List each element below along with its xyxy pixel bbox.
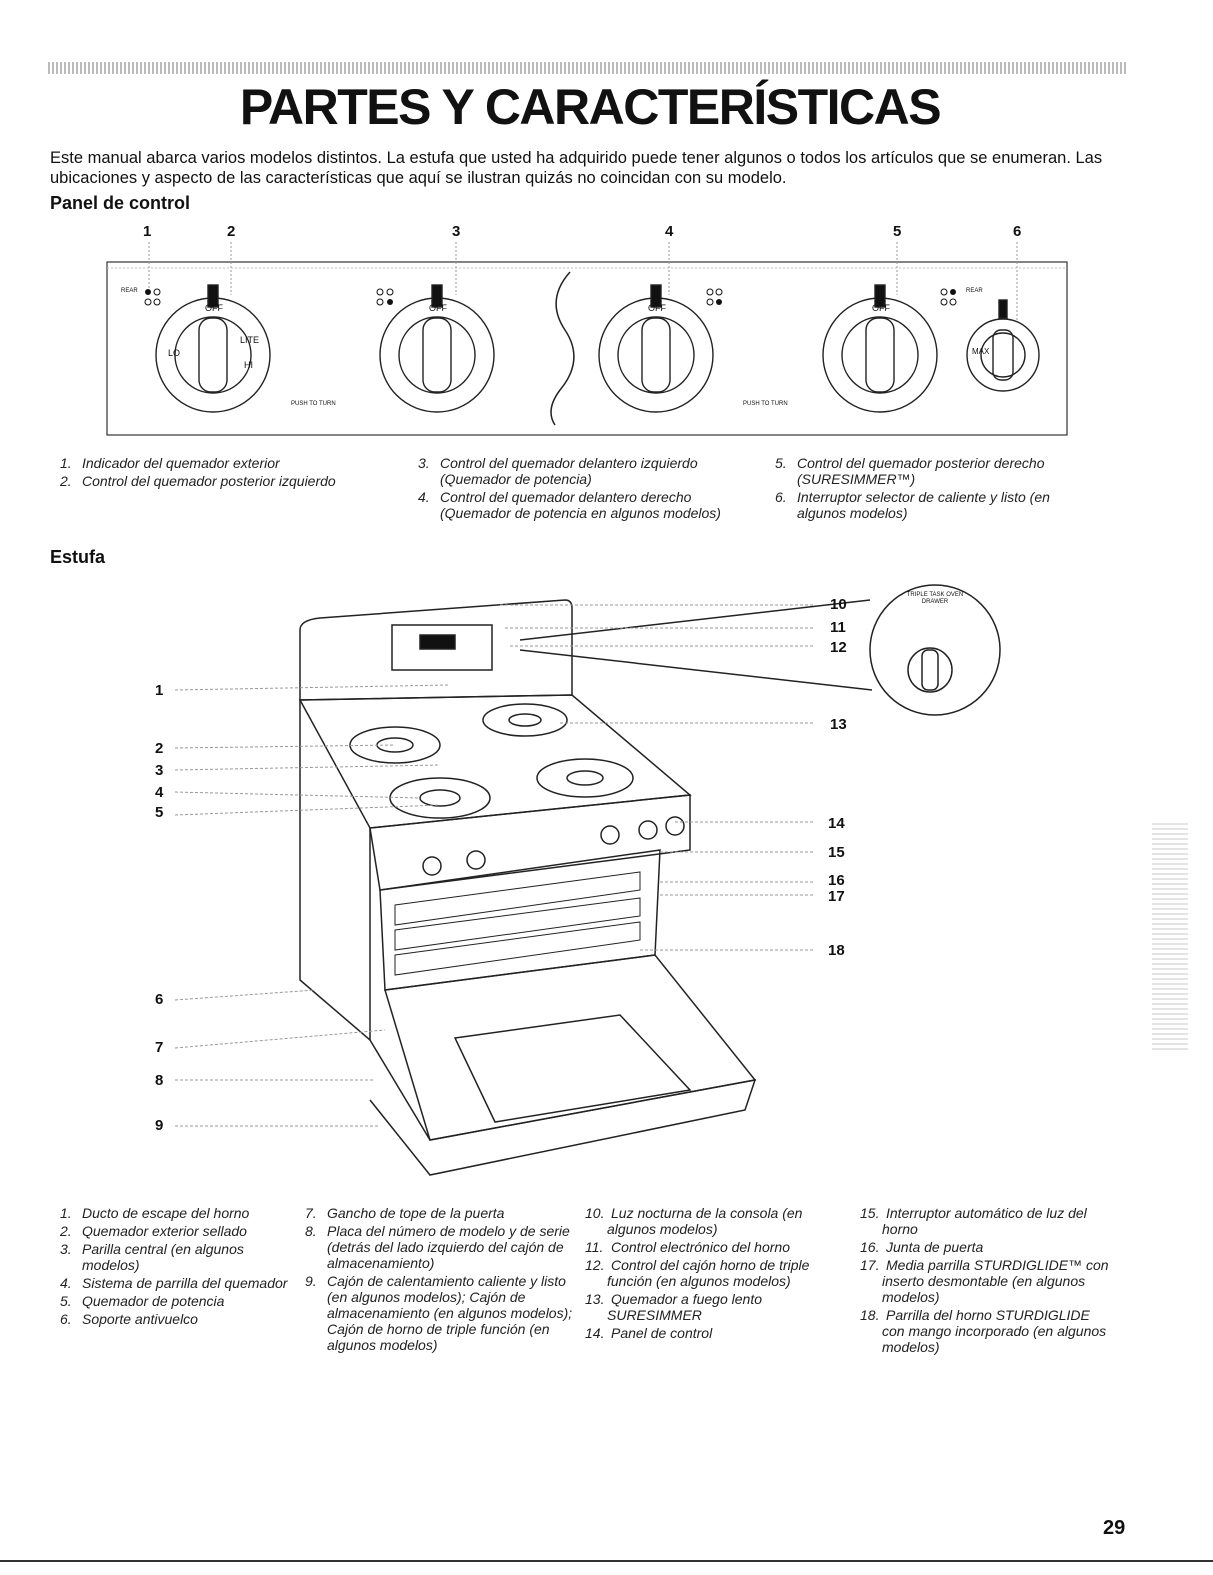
legend-item: 2.Control del quemador posterior izquier… (60, 473, 336, 489)
knob-off-label: OFF (205, 303, 223, 313)
legend-item: 3.Control del quemador delantero izquier… (418, 455, 698, 487)
range-callout-13: 13 (830, 716, 847, 733)
knob-off-label: OFF (648, 303, 666, 313)
inset-label: TRIPLE TASK OVEN DRAWER (906, 592, 964, 605)
legend-item: 18.Parrilla del horno STURDIGLIDE con ma… (860, 1307, 1107, 1355)
legend-item: 13.Quemador a fuego lento SURESIMMER (585, 1291, 762, 1323)
range-legend-col-1: 1.Ducto de escape del horno 2.Quemador e… (60, 1205, 290, 1329)
range-callout-17: 17 (828, 888, 845, 905)
legend-item: 1.Indicador del quemador exterior (60, 455, 280, 471)
panel-legend-col-1: 1.Indicador del quemador exterior 2.Cont… (60, 455, 400, 491)
panel-legend-col-3: 5.Control del quemador posterior derecho… (775, 455, 1095, 523)
intro-paragraph: Este manual abarca varios modelos distin… (50, 149, 1103, 187)
knob-off-label: OFF (429, 303, 447, 313)
range-legend-col-3: 10.Luz nocturna de la consola (en alguno… (585, 1205, 845, 1343)
range-callout-11: 11 (830, 619, 846, 636)
range-callout-10: 10 (830, 596, 847, 613)
legend-item: 17.Media parrilla STURDIGLIDE™ con inser… (860, 1257, 1109, 1305)
legend-item: 8.Placa del número de modelo y de serie … (305, 1223, 570, 1271)
range-callout-15: 15 (828, 844, 845, 861)
knob-lite-label: LITE (240, 335, 260, 345)
legend-item: 1.Ducto de escape del horno (60, 1205, 250, 1221)
legend-item: 11.Control electrónico del horno (585, 1239, 790, 1255)
header-rule (48, 62, 1126, 74)
range-callout-18: 18 (828, 942, 845, 959)
legend-item: 5.Quemador de potencia (60, 1293, 225, 1309)
knob-hi-label: HI (244, 360, 253, 370)
range-callout-3: 3 (155, 762, 164, 779)
range-callout-14: 14 (828, 815, 845, 832)
legend-item: 2.Quemador exterior sellado (60, 1223, 247, 1239)
range-callout-4: 4 (155, 784, 164, 801)
panel-callout-3: 3 (452, 223, 461, 240)
legend-item: 10.Luz nocturna de la consola (en alguno… (585, 1205, 803, 1237)
range-callout-7: 7 (155, 1039, 164, 1056)
side-language-tab (1152, 820, 1188, 1050)
range-callout-8: 8 (155, 1072, 164, 1089)
panel-legend-col-2: 3.Control del quemador delantero izquier… (418, 455, 763, 523)
panel-callout-1: 1 (143, 223, 152, 240)
range-callout-1: 1 (155, 682, 164, 699)
range-legend-col-4: 15.Interruptor automático de luz del hor… (860, 1205, 1110, 1357)
knob-off-label: OFF (872, 303, 890, 313)
panel-callout-6: 6 (1013, 223, 1022, 240)
range-callout-6: 6 (155, 991, 164, 1008)
legend-item: 7.Gancho de tope de la puerta (305, 1205, 505, 1221)
range-callout-16: 16 (828, 872, 845, 889)
knob-rear-label: REAR (966, 288, 983, 294)
push-to-turn-label: PUSH TO TURN (743, 401, 788, 407)
range-heading: Estufa (50, 547, 106, 567)
legend-item: 9.Cajón de calentamiento caliente y list… (305, 1273, 573, 1353)
knob-max-label: MAX (972, 347, 990, 356)
knob-rear-label: REAR (121, 288, 138, 294)
panel-callout-4: 4 (665, 223, 674, 240)
legend-item: 3.Parilla central (en algunos modelos) (60, 1241, 244, 1273)
range-callout-5: 5 (155, 804, 164, 821)
legend-item: 6.Interruptor selector de caliente y lis… (775, 489, 1050, 521)
range-callout-9: 9 (155, 1117, 164, 1134)
knob-lo-label: LO (168, 348, 181, 358)
panel-callout-2: 2 (227, 223, 236, 240)
legend-item: 12.Control del cajón horno de triple fun… (585, 1257, 810, 1289)
push-to-turn-label: PUSH TO TURN (291, 401, 336, 407)
range-legend-col-2: 7.Gancho de tope de la puerta 8.Placa de… (305, 1205, 575, 1355)
panel-callout-5: 5 (893, 223, 902, 240)
legend-item: 4.Sistema de parrilla del quemador (60, 1275, 288, 1291)
control-panel-illustration (106, 242, 1068, 436)
range-callout-12: 12 (830, 639, 847, 656)
panel-heading: Panel de control (50, 193, 191, 213)
legend-item: 4.Control del quemador delantero derecho… (418, 489, 721, 521)
range-callout-2: 2 (155, 740, 164, 757)
page-number: 29 (1103, 1517, 1126, 1539)
legend-item: 14.Panel de control (585, 1325, 713, 1341)
legend-item: 16.Junta de puerta (860, 1239, 984, 1255)
legend-item: 5.Control del quemador posterior derecho… (775, 455, 1045, 487)
page-title: PARTES Y CARACTERÍSTICAS (239, 79, 942, 135)
legend-item: 15.Interruptor automático de luz del hor… (860, 1205, 1087, 1237)
footer-rule (0, 1560, 1213, 1562)
legend-item: 6.Soporte antivuelco (60, 1311, 198, 1327)
range-illustration (174, 584, 1001, 1176)
